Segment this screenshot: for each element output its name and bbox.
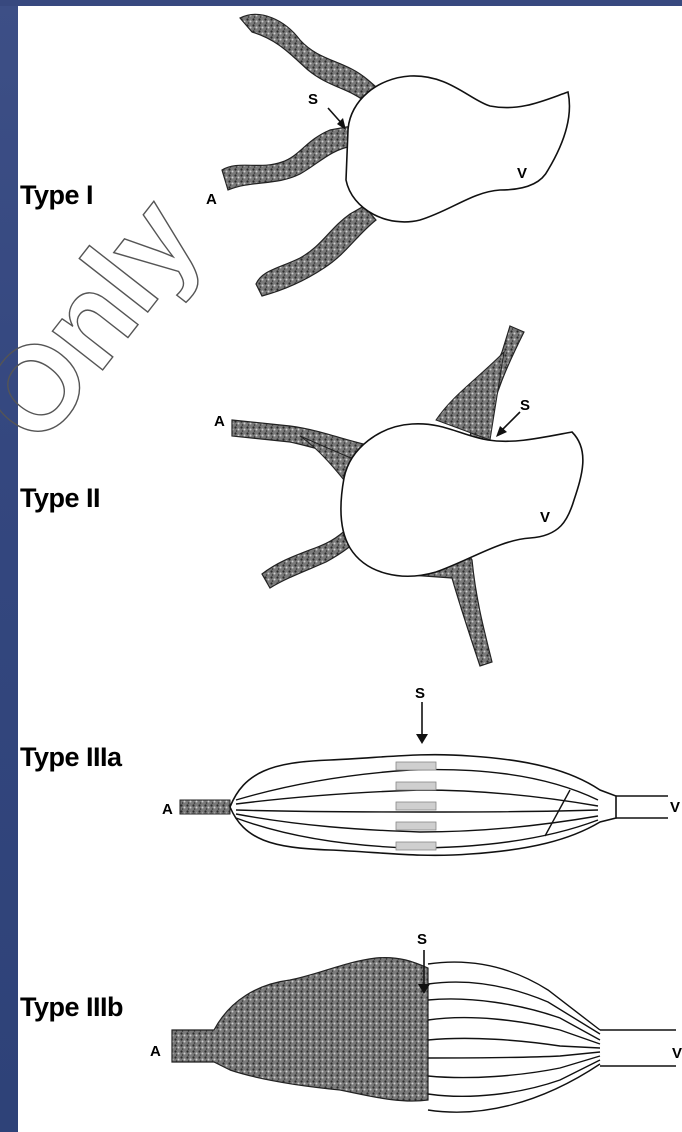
type-iiia-a-label: A: [162, 801, 173, 818]
type-iiib-feeder: [172, 958, 428, 1101]
type-ii-artery: [232, 420, 372, 462]
type-iiib-v-label: V: [672, 1045, 682, 1062]
type-i-diagram: S A V: [206, 14, 569, 296]
type-i-a-label: A: [206, 191, 217, 208]
type-ii-a-label: A: [214, 413, 225, 430]
type-i-v-label: V: [517, 165, 527, 182]
type-iiia-v-label: V: [670, 799, 680, 816]
type-i-artery: [222, 126, 352, 190]
type-ii-s-label: S: [520, 397, 530, 414]
type-ii-v-label: V: [540, 509, 550, 526]
type-iiib-a-label: A: [150, 1043, 161, 1060]
type-ii-diagram: S A V: [214, 326, 583, 666]
type-iiib-diagram: S A V: [150, 931, 682, 1112]
type-iiia-s-label: S: [415, 685, 425, 702]
type-ii-venous-pouch: [341, 424, 583, 576]
only-watermark: Only: [0, 173, 225, 466]
type-iiia-diagram: S A V: [162, 685, 680, 855]
type-i-lower-vessel: [256, 206, 376, 296]
type-i-s-label: S: [308, 91, 318, 108]
watermark-text: Only: [0, 173, 225, 466]
type-i-venous-pouch: [346, 76, 569, 222]
type-iiib-s-label: S: [417, 931, 427, 948]
